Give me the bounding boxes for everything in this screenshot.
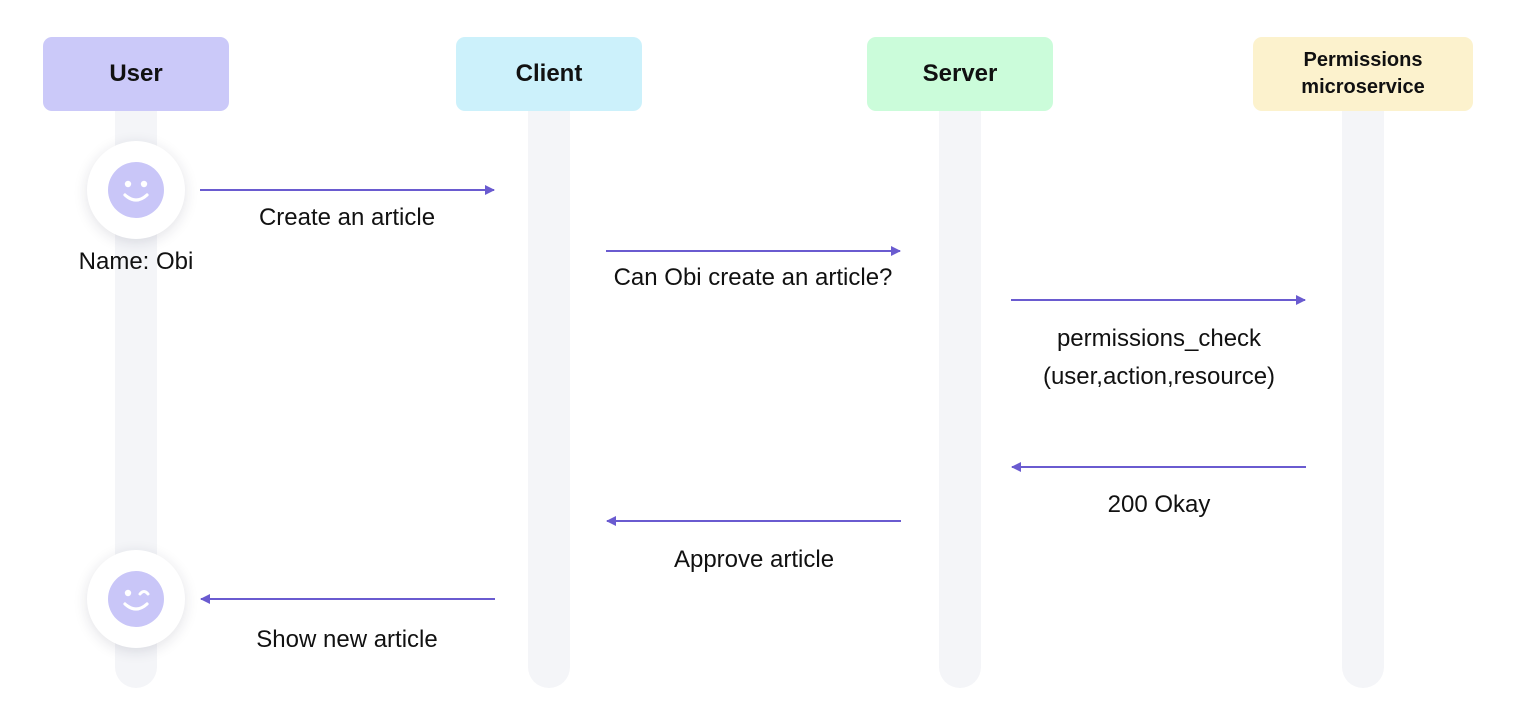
- actor-client: Client: [456, 37, 642, 111]
- actor-server: Server: [867, 37, 1053, 111]
- message-label-show-new-article: Show new article: [256, 626, 438, 653]
- lifeline-permissions: [1342, 100, 1384, 688]
- smiley-face-icon: [108, 162, 164, 218]
- message-label-approve-article: Approve article: [673, 546, 835, 573]
- message-label-200-okay: 200 Okay: [1107, 491, 1211, 518]
- lifeline-server: [939, 100, 981, 688]
- message-label-permissions-check: permissions_check: [1056, 325, 1262, 352]
- actor-client-label: Client: [515, 60, 583, 87]
- actor-permissions-label: Permissions microservice: [1301, 49, 1425, 98]
- actor-server-label: Server: [922, 60, 998, 87]
- avatar-user: [87, 141, 185, 239]
- message-label-create-article: Create an article: [258, 204, 436, 231]
- avatar-user-return: [87, 550, 185, 648]
- actor-user-label: User: [109, 60, 163, 87]
- winking-face-icon: [108, 571, 164, 627]
- message-label-permissions-check-args: (user,action,resource): [1042, 363, 1276, 390]
- lifeline-client: [528, 100, 570, 688]
- message-label-can-obi-create: Can Obi create an article?: [613, 264, 893, 291]
- user-name-caption: Name: Obi: [78, 248, 194, 275]
- actor-user: User: [43, 37, 229, 111]
- actor-permissions: Permissions microservice: [1253, 37, 1473, 111]
